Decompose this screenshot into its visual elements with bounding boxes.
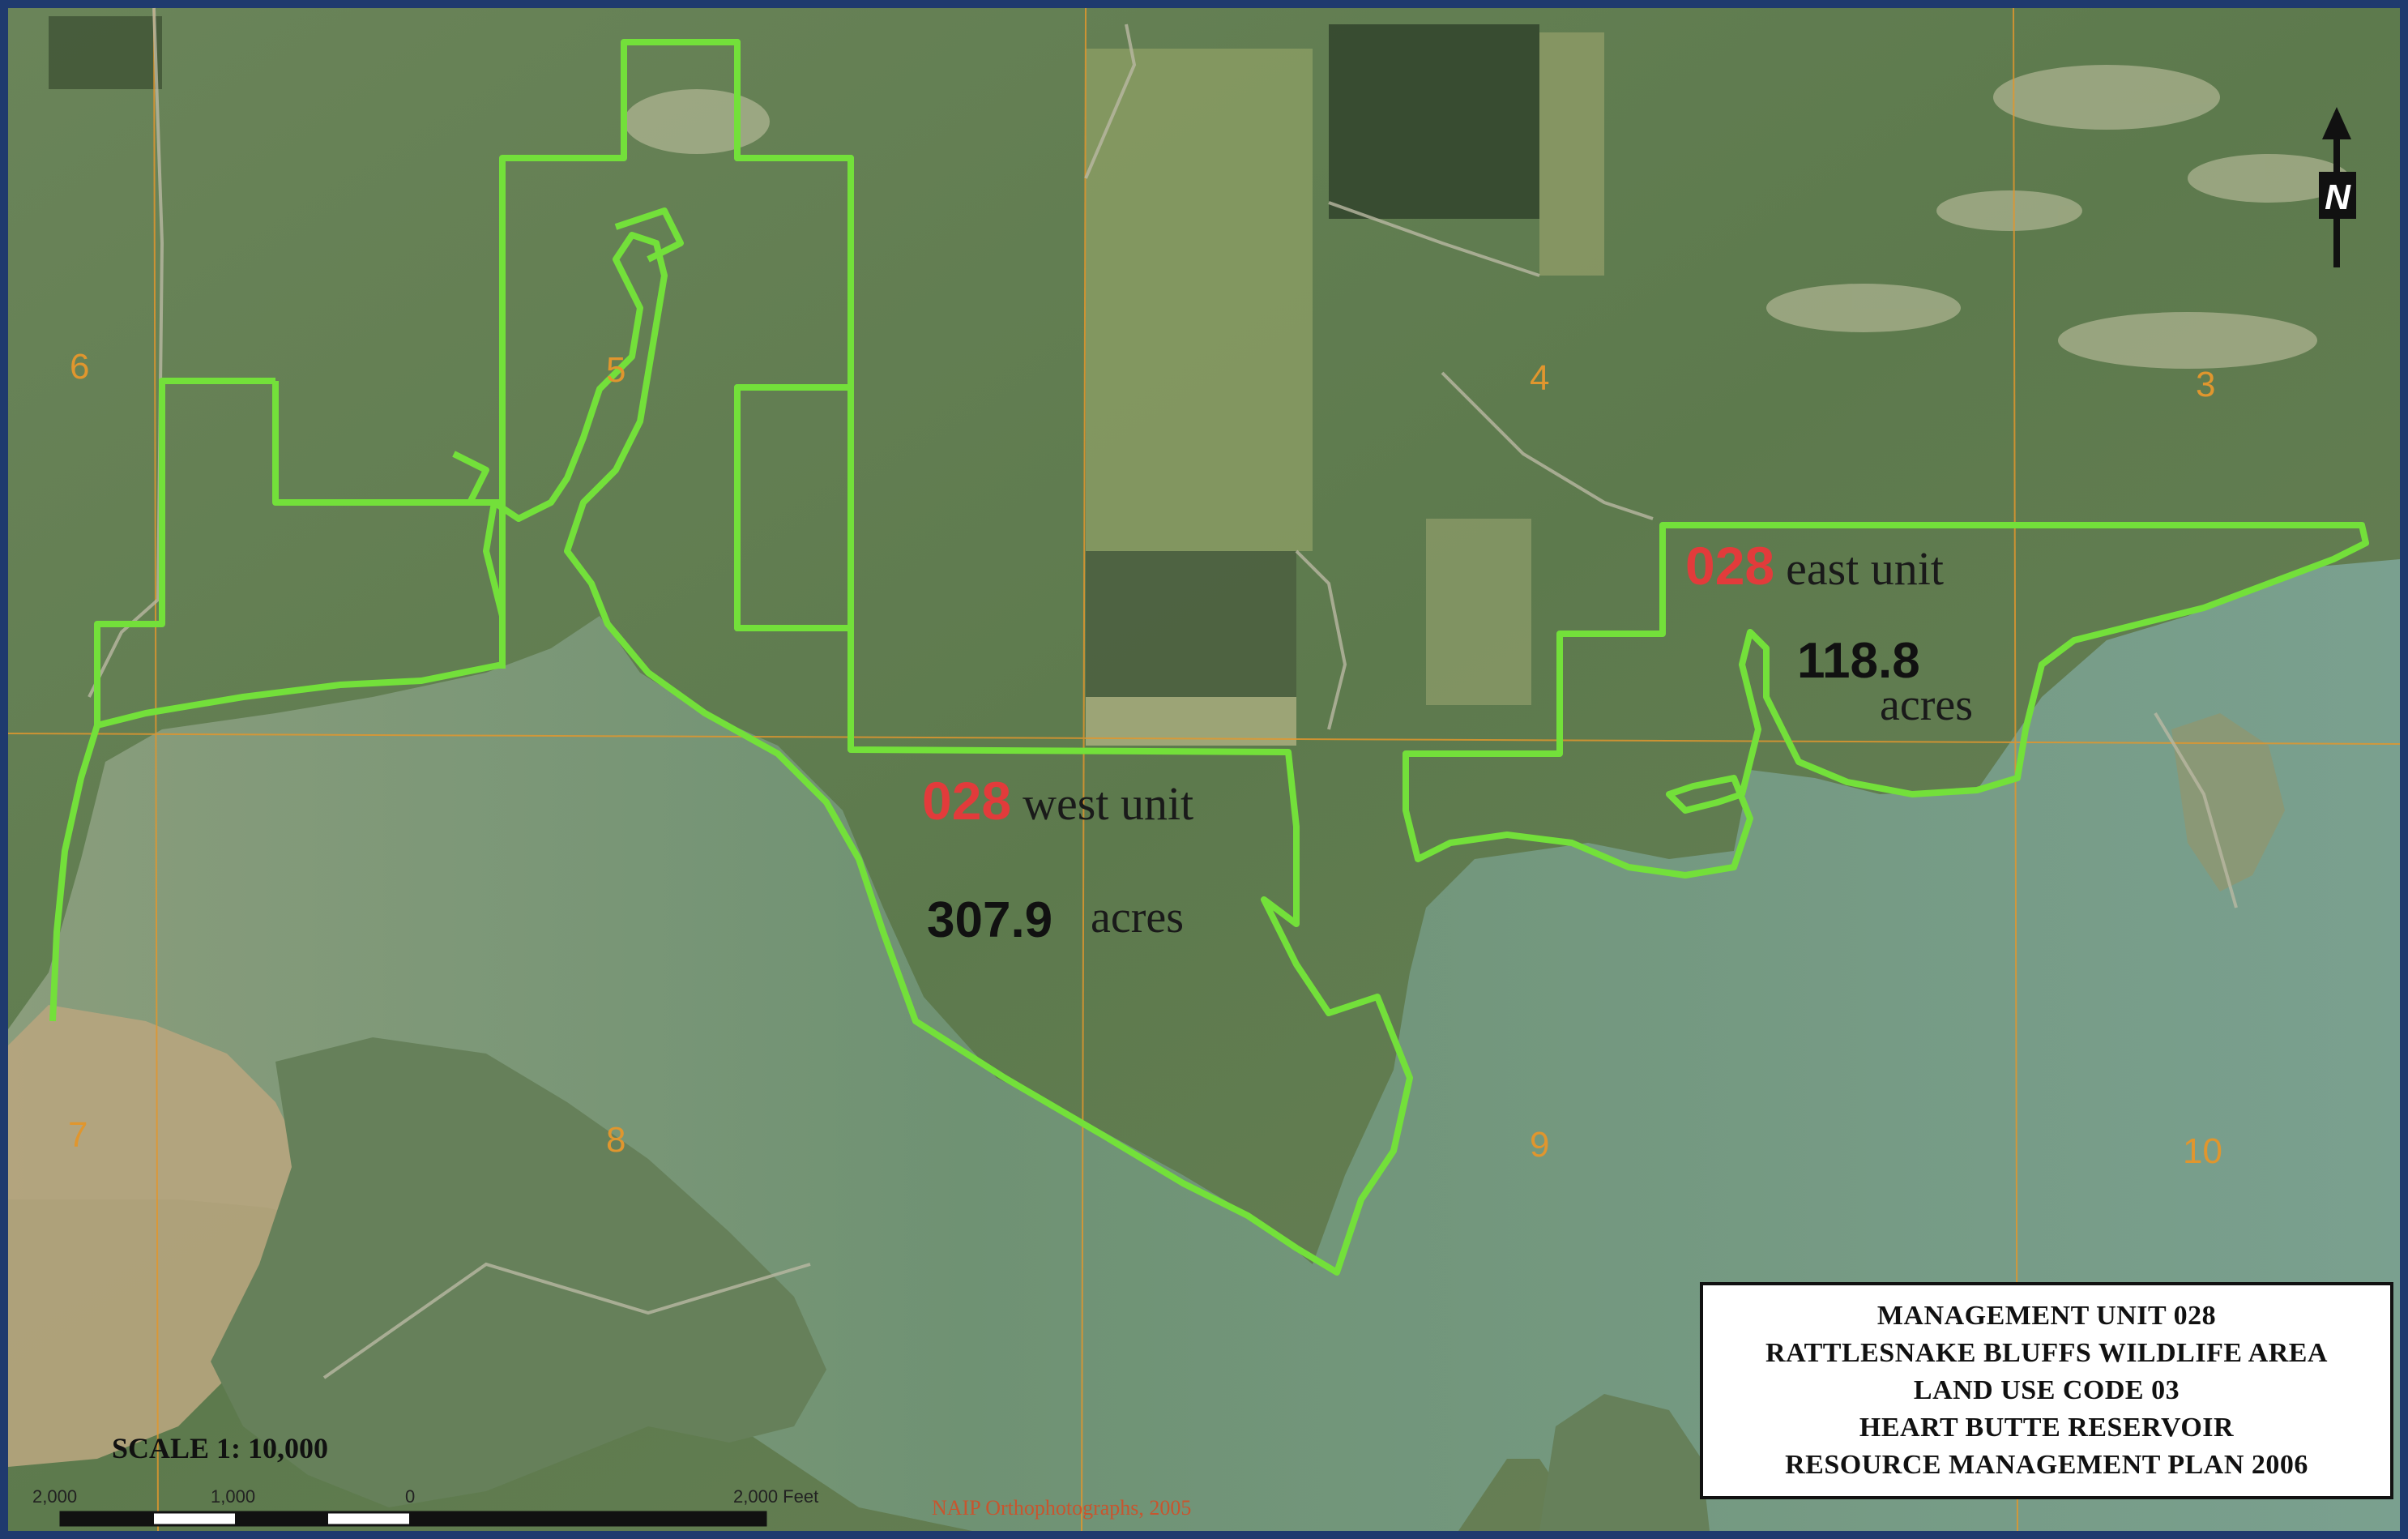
title-block: MANAGEMENT UNIT 028 RATTLESNAKE BLUFFS W… [1700,1282,2393,1499]
title-line-3: LAND USE CODE 03 [1913,1375,2180,1405]
north-arrow-label: N [2325,177,2351,217]
section-grid [7,7,2401,1532]
southeast-peninsula [2171,713,2285,891]
south-shore-land-2 [1539,1394,1710,1531]
north-arrow-icon: N [2319,107,2356,267]
imagery-credit: NAIP Orthophotographs, 2005 [932,1496,1192,1520]
title-line-5: RESOURCE MANAGEMENT PLAN 2006 [1785,1450,2308,1480]
title-line-4: HEART BUTTE RESERVOIR [1859,1413,2235,1443]
title-line-1: MANAGEMENT UNIT 028 [1876,1301,2217,1331]
scale-tick-1000: 1,000 [211,1486,256,1507]
title-line-2: RATTLESNAKE BLUFFS WILDLIFE AREA [1765,1338,2328,1368]
roads [88,7,2238,1379]
east-unit-boundary [1403,522,2369,879]
west-unit-code: 028 [922,771,1012,831]
section-number-7: 7 [68,1115,88,1155]
scale-tick-2000-feet: 2,000 Feet [733,1486,819,1507]
section-number-3: 3 [2196,365,2216,404]
section-number-10: 10 [2183,1131,2222,1171]
scale-tick-0: 0 [405,1486,416,1507]
scale-title: SCALE 1: 10,000 [112,1432,329,1464]
east-unit-name: east unit [1786,542,1945,595]
west-unit-acres-word: acres [1091,892,1185,943]
east-unit-acres: 118.8 [1797,633,1920,689]
section-number-4: 4 [1530,358,1550,398]
scale-tick-2000-left: 2,000 [32,1486,78,1507]
section-number-9: 9 [1530,1125,1550,1165]
west-unit-acres: 307.9 [927,892,1053,948]
west-unit-boundary [49,39,1413,1276]
scale-bar [59,1511,767,1527]
west-unit-name: west unit [1023,777,1194,830]
farm-fields [49,16,1604,746]
section-number-5: 5 [606,350,626,390]
east-unit-acres-word: acres [1880,680,1974,730]
section-number-6: 6 [70,347,90,387]
east-unit-code: 028 [1685,536,1775,596]
section-number-8: 8 [606,1120,626,1160]
